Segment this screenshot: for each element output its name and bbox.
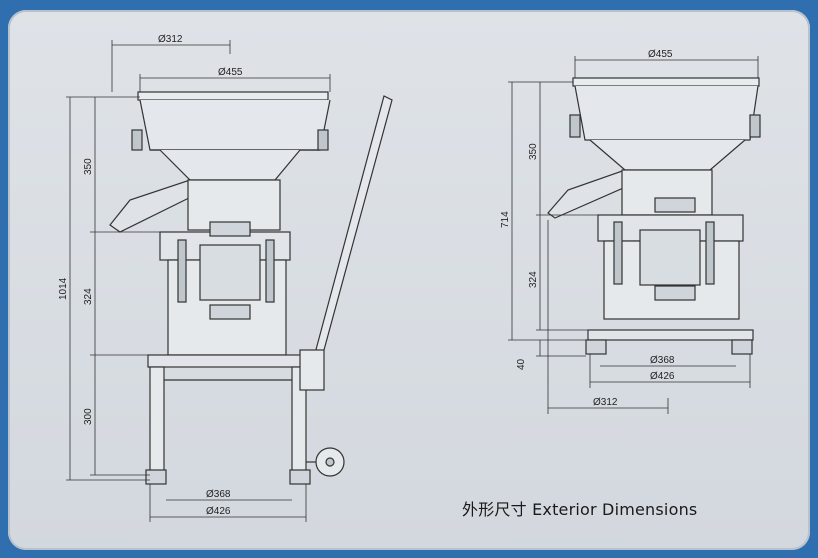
left-machine bbox=[109, 91, 393, 485]
left-dim-312: Ø312 bbox=[158, 34, 183, 45]
left-dim-455: Ø455 bbox=[218, 67, 243, 78]
right-dim-312: Ø312 bbox=[593, 397, 618, 408]
right-dim-40: 40 bbox=[516, 358, 527, 370]
right-dim-426: Ø426 bbox=[650, 371, 675, 382]
right-dim-324: 324 bbox=[528, 271, 539, 288]
right-dim-368: Ø368 bbox=[650, 355, 675, 366]
right-dim-350: 350 bbox=[528, 143, 539, 160]
right-dim-455: Ø455 bbox=[648, 49, 673, 60]
right-machine bbox=[547, 77, 761, 355]
left-dim-426: Ø426 bbox=[206, 506, 231, 517]
left-dim-324: 324 bbox=[83, 288, 94, 305]
left-dim-300: 300 bbox=[83, 408, 94, 425]
left-dim-368: Ø368 bbox=[206, 489, 231, 500]
caption: 外形尺寸 Exterior Dimensions bbox=[462, 500, 698, 519]
left-dim-350: 350 bbox=[83, 158, 94, 175]
left-dim-1014: 1014 bbox=[58, 277, 69, 300]
right-dim-714: 714 bbox=[500, 211, 511, 228]
